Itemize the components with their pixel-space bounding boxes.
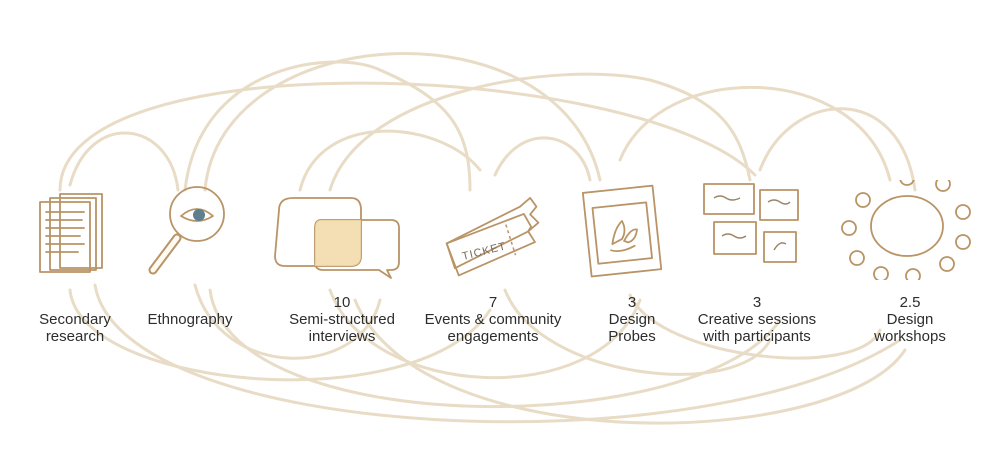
connection-arc [493, 136, 592, 182]
step-title-line2: with participants [703, 328, 811, 345]
ticket-text: TICKET [461, 240, 508, 263]
connection-arc [758, 107, 917, 192]
step-label: 7 Events & community engagements [418, 294, 568, 345]
connection-arc [68, 288, 492, 382]
step-title-line2: engagements [447, 328, 539, 345]
design-probe-card-icon [581, 184, 663, 278]
connection-arc [353, 298, 907, 425]
step-label: 3 Design Probes [557, 294, 707, 345]
step-creative-sessions: 3 Creative sessions with participants [682, 180, 832, 350]
step-title-line1: Ethnography [147, 311, 233, 328]
magnifier-eye-icon [148, 186, 225, 275]
step-count [115, 294, 265, 311]
step-semi-structured-interviews: 10 Semi-structured interviews [267, 180, 417, 350]
step-count: 2.5 [899, 294, 921, 311]
step-title-line1: Secondary [39, 311, 111, 328]
connection-arc [328, 288, 642, 379]
step-design-workshops: 2.5 Design workshops [835, 180, 985, 350]
step-label: Secondary research [0, 294, 150, 345]
step-label: 3 Creative sessions with participants [682, 294, 832, 345]
connection-arc [58, 81, 757, 192]
round-table-icon [841, 180, 971, 280]
speech-bubbles-icon [274, 197, 400, 279]
connection-arc [193, 283, 382, 360]
step-label: Ethnography [115, 294, 265, 345]
step-title-line1: Creative sessions [697, 311, 817, 328]
step-title-line2: Probes [608, 328, 656, 345]
connection-arc [68, 131, 180, 192]
sticky-notes-icon [703, 183, 799, 263]
step-secondary-research: Secondary research [0, 180, 150, 350]
step-title-line2: research [45, 328, 105, 345]
step-design-probes: 3 Design Probes [557, 180, 707, 350]
step-title-line1: Design [608, 311, 656, 328]
connection-arc [298, 129, 482, 192]
connection-arc [503, 288, 772, 376]
step-count: 10 [333, 294, 351, 311]
step-count: 3 [627, 294, 637, 311]
step-title-line1: Design [886, 311, 934, 328]
step-label: 2.5 Design workshops [835, 294, 985, 345]
step-events-community-engagements: TICKET 7 Events & community engagements [418, 180, 568, 350]
connection-arc [618, 85, 892, 182]
step-count: 3 [752, 294, 762, 311]
connection-arc [203, 52, 602, 192]
step-ethnography: Ethnography [115, 180, 265, 350]
step-title-line2: workshops [874, 328, 946, 345]
connection-arc [328, 72, 752, 192]
step-title-line1: Semi-structured [289, 311, 395, 328]
connection-arc [208, 288, 782, 409]
connection-arc [628, 293, 882, 360]
step-title-line2 [115, 328, 265, 345]
document-stack-icon [39, 193, 103, 273]
step-title-line2: interviews [308, 328, 376, 345]
connection-arc [93, 283, 902, 424]
ticket-icon: TICKET [445, 197, 540, 277]
step-label: 10 Semi-structured interviews [267, 294, 417, 345]
connection-arc [183, 60, 472, 192]
step-title-line1: Events & community [424, 311, 562, 328]
step-count: 7 [488, 294, 498, 311]
